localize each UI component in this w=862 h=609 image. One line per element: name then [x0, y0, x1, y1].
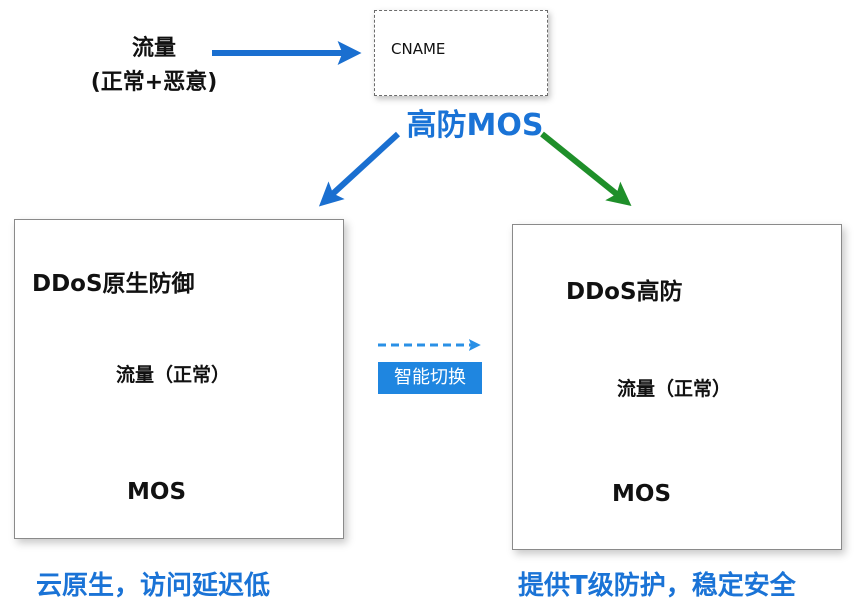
high-defense-mos-title: 高防MOS: [406, 108, 544, 143]
traffic-line2: (正常+恶意): [90, 70, 218, 95]
mos-to-native-arrow: [318, 131, 401, 207]
native-defense-title: DDoS原生防御: [32, 271, 195, 297]
native-mos-label: MOS: [127, 479, 187, 505]
cname-box: [374, 10, 548, 96]
traffic-line1: 流量: [131, 36, 176, 61]
high-defense-mos-label: MOS: [612, 481, 672, 507]
high-defense-title: DDoS高防: [566, 279, 683, 305]
high-defense-flow-label: 流量（正常）: [617, 378, 732, 400]
native-defense-panel: [14, 219, 344, 539]
native-caption: 云原生，访问延迟低: [36, 571, 271, 601]
high-defense-panel: [512, 224, 842, 550]
native-flow-label: 流量（正常）: [116, 364, 231, 386]
incoming-traffic-label: 流量 (正常+恶意): [64, 32, 244, 100]
high-defense-caption: 提供T级防护，稳定安全: [518, 571, 796, 601]
cname-label: CNAME: [391, 40, 446, 58]
smart-switch-label: 智能切换: [378, 362, 482, 394]
mos-to-highdefense-arrow: [540, 131, 632, 207]
